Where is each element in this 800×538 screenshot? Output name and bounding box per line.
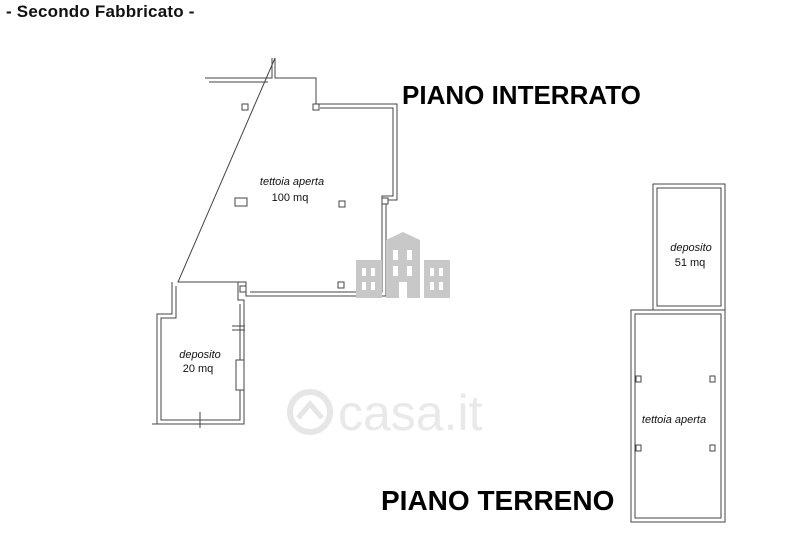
watermark-roof-icon xyxy=(296,400,324,420)
room-deposito-ground: deposito 51 mq xyxy=(652,183,726,311)
section-title-piano-interrato: PIANO INTERRATO xyxy=(402,80,641,110)
page-title: - Secondo Fabbricato - xyxy=(6,2,195,21)
watermark-house-icon xyxy=(287,389,333,435)
room-name: deposito xyxy=(179,349,221,361)
section-title-piano-terreno: PIANO TERRENO xyxy=(381,485,615,516)
room-name: tettoia aperta xyxy=(260,176,324,188)
room-tettoia-aperta-basement: tettoia aperta 100 mq xyxy=(177,57,398,297)
watermark: casa.it xyxy=(287,385,483,441)
room-deposito-basement: deposito 20 mq xyxy=(152,282,245,428)
room-name: tettoia aperta xyxy=(642,414,706,426)
room-area: 51 mq xyxy=(675,257,706,269)
room-area: 20 mq xyxy=(183,363,214,375)
watermark-text: casa.it xyxy=(338,385,483,441)
building-logo-icon xyxy=(356,232,450,298)
room-tettoia-aperta-ground: tettoia aperta xyxy=(630,309,726,523)
room-area: 100 mq xyxy=(272,192,309,204)
room-name: deposito xyxy=(670,242,712,254)
